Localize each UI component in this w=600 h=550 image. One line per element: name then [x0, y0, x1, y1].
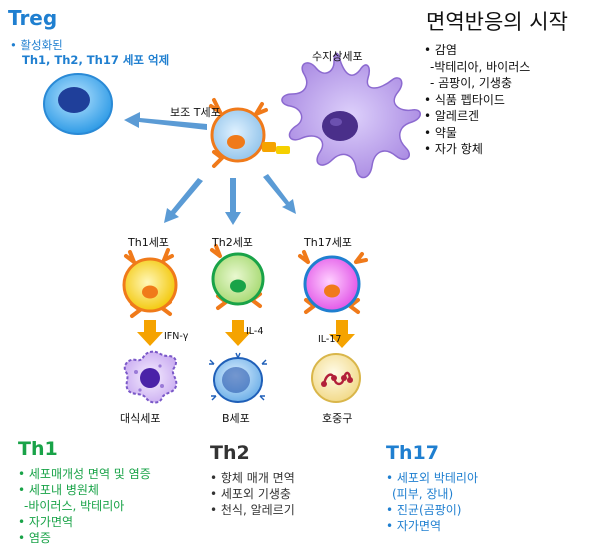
th2-item: • 천식, 알레르기	[210, 503, 295, 517]
dendritic-label: 수지상세포	[312, 50, 363, 63]
arrow-to-th17	[263, 174, 296, 214]
th17-title: Th17	[386, 442, 439, 464]
helper-t-label: 보조 T세포	[170, 106, 221, 119]
macrophage-label: 대식세포	[120, 412, 161, 425]
start-title: 면역반응의 시작	[426, 10, 568, 34]
neutrophil-cell	[311, 353, 361, 403]
start-item: • 감염	[424, 43, 457, 57]
th1-cell	[122, 248, 178, 318]
th1-title: Th1	[18, 438, 58, 460]
start-list: • 감염 -박테리아, 바이러스 - 곰팡이, 기생충 • 식품 펩타이드 • …	[424, 42, 530, 158]
start-item: • 식품 펩타이드	[424, 92, 505, 107]
th1-item: -바이러스, 박테리아	[24, 499, 125, 513]
th2-cell-label: Th2세포	[212, 236, 253, 249]
th2-item: • 세포외 기생충	[210, 487, 291, 501]
th2-title: Th2	[210, 442, 250, 464]
start-item: • 약물	[424, 125, 457, 140]
th1-list: • 세포매개성 면역 및 염증 • 세포내 병원체 -바이러스, 박테리아 • …	[18, 466, 151, 546]
helper-t-cell	[209, 98, 290, 168]
th1-item: • 세포매개성 면역 및 염증	[18, 467, 151, 481]
bcell-label: B세포	[222, 412, 250, 425]
treg-title: Treg	[8, 6, 58, 30]
start-item: • 자가 항체	[424, 142, 483, 156]
th17-item: • 자가면역	[386, 519, 442, 533]
th1-item: • 염증	[18, 531, 51, 545]
start-item: • 알레르겐	[424, 109, 480, 123]
th1-item: • 세포내 병원체	[18, 483, 99, 497]
th2-cell	[210, 244, 265, 310]
macrophage-cell	[123, 350, 178, 404]
arrow-to-th1	[164, 178, 203, 223]
th17-cell	[298, 250, 368, 314]
cytokine-il-17: IL-17	[318, 334, 342, 345]
th17-item: • 세포외 박테리아	[386, 471, 478, 485]
blue-arrows	[124, 112, 296, 225]
th17-item: • 진균(곰팡이)	[386, 503, 462, 517]
cytokine-il-4: IL-4	[246, 326, 264, 337]
start-item: -박테리아, 바이러스	[430, 59, 531, 74]
arrow-th2-bcell	[225, 320, 251, 346]
th1-cell-label: Th1세포	[128, 236, 169, 249]
th17-cell-label: Th17세포	[304, 236, 352, 249]
th2-item: • 항체 매개 면역	[210, 471, 295, 485]
b-cell	[209, 352, 267, 403]
arrow-to-treg	[124, 112, 207, 130]
arrow-th1-macrophage	[137, 320, 163, 346]
th17-list: • 세포외 박테리아 (피부, 장내) • 진균(곰팡이) • 자가면역	[386, 470, 478, 534]
neutrophil-label: 호중구	[322, 412, 353, 425]
orange-arrows	[137, 320, 355, 348]
arrow-to-th2	[225, 178, 241, 225]
arrow-th17-neutrophil	[329, 320, 355, 348]
dendritic-cell	[281, 52, 421, 179]
treg-line-1: • 활성화된	[10, 38, 63, 52]
treg-line-2: Th1, Th2, Th17 세포 억제	[22, 53, 170, 67]
th17-item: (피부, 장내)	[392, 487, 454, 501]
treg-description: • 활성화된 Th1, Th2, Th17 세포 억제	[10, 38, 169, 68]
th2-list: • 항체 매개 면역 • 세포외 기생충 • 천식, 알레르기	[210, 470, 295, 518]
th1-item: • 자가면역	[18, 515, 74, 529]
treg-cell	[43, 73, 113, 135]
cytokine-ifn-gamma: IFN-γ	[164, 331, 189, 342]
start-item: - 곰팡이, 기생충	[430, 76, 513, 90]
